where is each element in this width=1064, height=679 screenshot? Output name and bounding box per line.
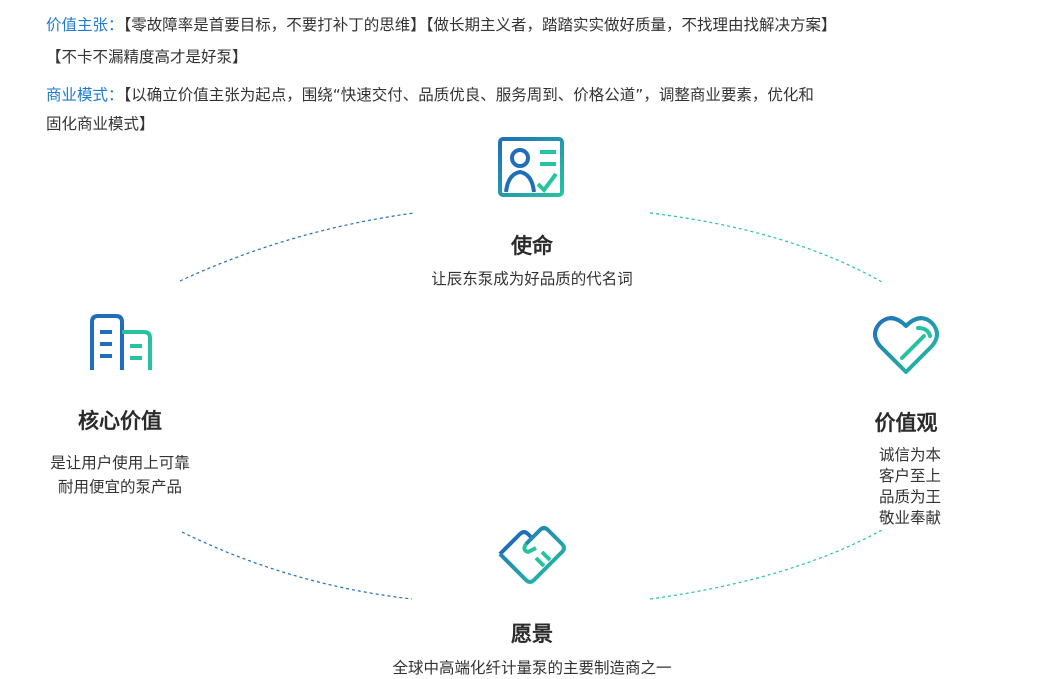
arc-top-left bbox=[179, 212, 415, 282]
business-model-line-2: 固化商业模式】 bbox=[46, 115, 155, 133]
building-icon bbox=[86, 314, 158, 373]
business-model-label: 商业模式： bbox=[46, 86, 124, 104]
mission-title: 使命 bbox=[511, 234, 553, 258]
core-values-title: 核心价值 bbox=[78, 409, 162, 433]
values-desc-4: 敬业奉献 bbox=[878, 509, 941, 527]
handshake-icon bbox=[498, 526, 566, 584]
person-card-icon bbox=[498, 137, 564, 197]
values-desc-2: 客户至上 bbox=[878, 467, 941, 485]
mission-desc: 让辰东泵成为好品质的代名词 bbox=[431, 270, 633, 288]
business-model-text: 【以确立价值主张为起点，围绕“快速交付、品质优良、服务周到、价格公道”，调整商业… bbox=[123, 86, 814, 104]
value-proposition-label: 价值主张： bbox=[46, 16, 124, 34]
arc-bottom-right bbox=[649, 529, 883, 600]
value-proposition-line: 价值主张：【零故障率是首要目标，不要打补丁的思维】【做长期主义者，踏踏实实做好质… bbox=[46, 14, 837, 36]
values-title: 价值观 bbox=[874, 411, 938, 435]
value-proposition-line-2: 【不卡不漏精度高才是好泵】 bbox=[46, 48, 248, 66]
arc-bottom-left bbox=[181, 531, 413, 600]
arc-top-right bbox=[649, 212, 883, 283]
business-model-line: 商业模式：【以确立价值主张为起点，围绕“快速交付、品质优良、服务周到、价格公道”… bbox=[46, 84, 814, 106]
values-desc-3: 品质为王 bbox=[878, 488, 941, 506]
vision-desc: 全球中高端化纤计量泵的主要制造商之一 bbox=[392, 659, 672, 677]
values-desc-1: 诚信为本 bbox=[878, 446, 941, 464]
vision-title: 愿景 bbox=[511, 622, 553, 646]
core-values-desc-1: 是让用户使用上可靠 bbox=[50, 454, 190, 472]
heart-icon bbox=[873, 316, 939, 374]
core-values-desc-2: 耐用便宜的泵产品 bbox=[57, 478, 182, 496]
value-proposition-text: 【零故障率是首要目标，不要打补丁的思维】【做长期主义者，踏踏实实做好质量，不找理… bbox=[123, 16, 837, 34]
